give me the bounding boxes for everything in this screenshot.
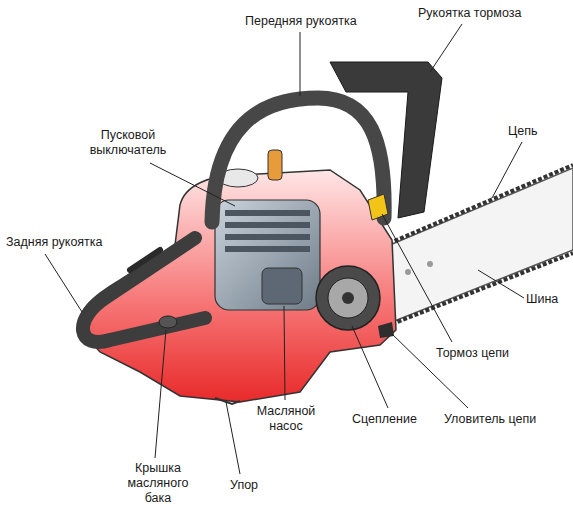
oil-tank-cap — [159, 316, 177, 328]
leader-line — [392, 334, 468, 408]
clutch-hub — [328, 278, 368, 318]
chain-brake — [368, 194, 388, 220]
part-label: Пусковой выключатель — [78, 128, 178, 158]
leader-line — [45, 254, 82, 312]
part-label: Передняя рукоятка — [245, 14, 357, 29]
cooling-fin — [225, 234, 310, 240]
leader-line — [478, 270, 524, 298]
bar-bolt — [427, 261, 433, 267]
spark-plug — [268, 150, 282, 180]
part-label: Уловитель цепи — [444, 412, 536, 427]
brake-lever — [330, 62, 442, 218]
leader-line — [150, 163, 235, 206]
part-label: Рукоятка тормоза — [418, 6, 521, 21]
part-label: Шина — [526, 292, 558, 307]
front-handle — [212, 98, 384, 222]
chain-catcher — [378, 322, 394, 338]
chain-bottom — [392, 253, 573, 324]
leader-line — [155, 330, 166, 458]
engine-block — [215, 200, 320, 310]
bar-bolt — [405, 269, 411, 275]
leader-line — [382, 214, 452, 342]
throttle-trigger — [130, 250, 160, 270]
part-label: Задняя рукоятка — [6, 235, 103, 250]
part-label: Тормоз цепи — [436, 346, 509, 361]
cooling-fin — [225, 210, 310, 216]
part-label: Крышка масляного бака — [116, 461, 200, 506]
clutch-center — [342, 292, 354, 304]
bumper — [215, 398, 240, 404]
part-label: Цепь — [508, 124, 537, 139]
oil-pump — [262, 268, 302, 304]
leader-line — [352, 326, 388, 408]
leader-line — [284, 306, 285, 400]
part-label: Масляной насос — [248, 404, 324, 434]
clutch-drum — [316, 266, 380, 330]
engine — [215, 150, 320, 310]
leader-line — [430, 24, 462, 72]
rear-handle — [83, 238, 205, 342]
cooling-fin — [225, 222, 310, 228]
leader-line — [300, 32, 301, 96]
leader-lines — [45, 24, 524, 474]
housing — [79, 170, 396, 402]
part-label: Упор — [230, 478, 258, 493]
leader-line — [226, 402, 240, 474]
cooling-fin — [225, 246, 310, 252]
leader-line — [492, 142, 522, 198]
part-label: Сцепление — [352, 412, 417, 427]
